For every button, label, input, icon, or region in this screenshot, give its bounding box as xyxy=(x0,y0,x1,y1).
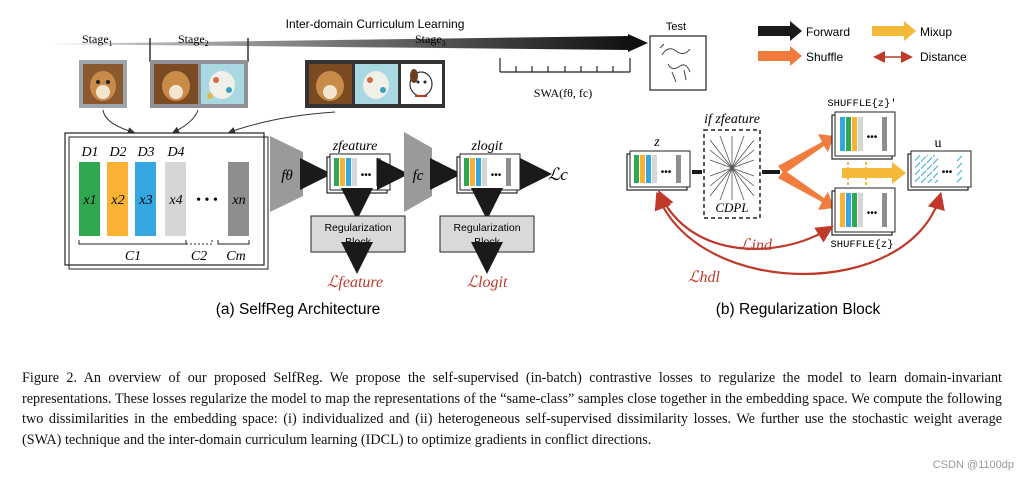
legend-shuffle-icon xyxy=(758,46,802,66)
input-label-xn: xn xyxy=(231,193,245,208)
input-label-x2: x2 xyxy=(110,193,124,208)
input-bar-x4 xyxy=(165,162,186,236)
input-bar-x3 xyxy=(135,162,156,236)
mixup-arrows xyxy=(842,162,906,186)
shuffle-arrow-down xyxy=(778,170,834,210)
domain-label-4: D4 xyxy=(166,145,184,160)
domain-label-3: D3 xyxy=(136,145,154,160)
distance-hdl-arc xyxy=(654,191,945,275)
stage-1-label: Stage1 xyxy=(82,32,113,48)
timeline-bar xyxy=(48,36,630,50)
legend-shuffle-label: Shuffle xyxy=(806,50,843,64)
class-label-c2: C2 xyxy=(191,249,207,264)
svg-text:•••: ••• xyxy=(661,167,672,178)
timeline-title: Inter-domain Curriculum Learning xyxy=(286,17,465,31)
cdpl-label: CDPL xyxy=(715,200,748,215)
f-c-classifier xyxy=(404,132,432,212)
svg-text:•••: ••• xyxy=(867,132,878,143)
f-c-label: fc xyxy=(413,168,424,184)
test-label: Test xyxy=(666,21,686,33)
input-bar-x2 xyxy=(107,162,128,236)
input-bar-x1 xyxy=(79,162,100,236)
figure-caption: Figure 2. An overview of our proposed Se… xyxy=(22,370,1002,448)
legend-mixup-label: Mixup xyxy=(920,25,952,39)
legend-forward-icon xyxy=(758,21,802,41)
domain-label-2: D2 xyxy=(108,145,126,160)
input-label-x1: x1 xyxy=(82,193,96,208)
reg-block-subtitle: (b) Regularization Block xyxy=(716,301,881,318)
test-sketch-image xyxy=(649,35,707,91)
input-bar-xn xyxy=(228,162,249,236)
distance-ind-arc xyxy=(657,189,834,250)
input-label-x3: x3 xyxy=(138,193,152,208)
reg-block-logit-line2: Block xyxy=(474,236,500,248)
loss-hdl-label: ℒhdl xyxy=(688,269,721,286)
loss-ind-label: ℒind xyxy=(740,237,773,254)
stage-2-images xyxy=(150,60,248,108)
shuffle-prime-label: SHUFFLE{z}′ xyxy=(827,98,896,110)
shuffle-arrow-up xyxy=(778,134,834,174)
loss-feature-label: ℒfeature xyxy=(327,274,383,291)
u-label: u xyxy=(935,136,942,151)
watermark: CSDN @1100dp xyxy=(932,459,1014,471)
input-batch-frame-shadow xyxy=(68,136,269,270)
swa-label: SWA(fθ, fc) xyxy=(534,86,592,100)
class-label-cm: Cm xyxy=(226,249,245,264)
f-theta-label: fθ xyxy=(281,168,293,184)
svg-text:•••: ••• xyxy=(491,170,502,181)
timeline-arrowhead xyxy=(628,34,648,52)
input-ellipsis: • • • xyxy=(196,193,218,208)
legend: Forward Mixup Shuffle Distance xyxy=(758,21,967,66)
legend-distance-label: Distance xyxy=(920,50,967,64)
stage-3-images xyxy=(305,60,445,108)
input-label-x4: x4 xyxy=(168,193,182,208)
cdpl-network-icon xyxy=(709,135,755,201)
stage-2-label: Stage2 xyxy=(178,32,209,48)
reg-block-feature-line2: Block xyxy=(345,236,371,248)
f-theta-encoder xyxy=(270,136,303,212)
swa-ticks xyxy=(499,58,631,73)
svg-text:•••: ••• xyxy=(867,208,878,219)
reg-block-feature-line1: Regularization xyxy=(324,222,391,234)
architecture-subtitle: (a) SelfReg Architecture xyxy=(216,301,381,318)
svg-text:•••: ••• xyxy=(361,170,372,181)
reg-block-logit-line1: Regularization xyxy=(453,222,520,234)
domain-label-1: D1 xyxy=(80,145,98,160)
z-feature-label: zfeature xyxy=(332,139,378,154)
figure-diagram: Inter-domain Curriculum Learning Stage1 … xyxy=(48,17,972,318)
stage-3-label: Stage3 xyxy=(415,32,446,48)
rb-z-label: z xyxy=(653,135,660,150)
stage-1-images xyxy=(79,60,127,108)
class-brackets xyxy=(78,240,250,245)
rb-if-z-feature-label: if zfeature xyxy=(704,112,760,127)
z-logit-label: zlogit xyxy=(470,139,503,154)
legend-mixup-icon xyxy=(872,21,916,41)
svg-text:•••: ••• xyxy=(942,167,953,178)
class-label-c1: C1 xyxy=(125,249,141,264)
shuffle-label: SHUFFLE{z} xyxy=(830,239,893,251)
legend-forward-label: Forward xyxy=(806,25,850,39)
loss-logit-label: ℒlogit xyxy=(467,274,508,291)
loss-c-label: ℒc xyxy=(548,165,568,184)
